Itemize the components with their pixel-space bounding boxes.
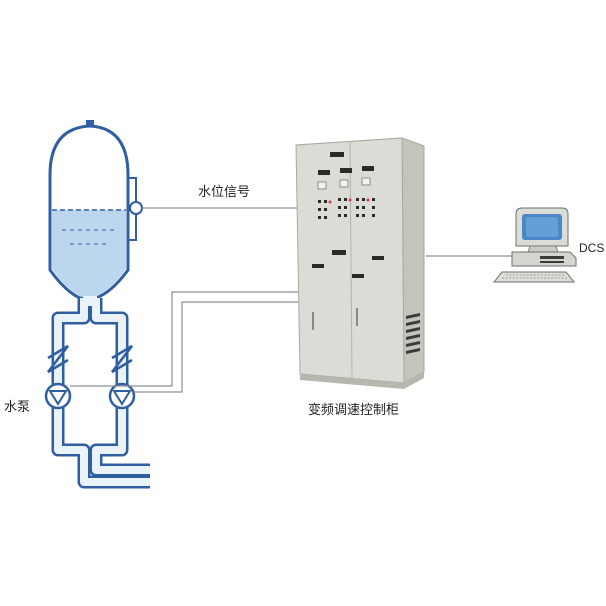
tank-water [52, 210, 126, 296]
cabinet-display [330, 152, 344, 157]
pump-right [108, 382, 136, 410]
pump-piping [51, 296, 150, 489]
keyboard-icon [492, 271, 576, 283]
check-valve-right [111, 344, 133, 374]
check-valve-left [47, 344, 69, 374]
cabinet-red-lamps [328, 198, 370, 204]
dcs-computer [492, 207, 577, 283]
cabinet-handle [312, 312, 314, 330]
signal-lines [70, 207, 516, 393]
cabinet-handle [356, 308, 358, 326]
cabinet-nameplate [332, 250, 346, 255]
water-pump-label: 水泵 [4, 400, 31, 415]
pump-icon [112, 390, 132, 406]
pump-left [44, 382, 72, 410]
cabinet-indicator-lamps [318, 198, 375, 219]
water-level-signal-label: 水位信号 [198, 185, 251, 200]
cabinet-display [340, 168, 352, 173]
cabinet-vents [406, 313, 420, 354]
cabinet-nameplate [372, 256, 384, 260]
cabinet-nameplate [312, 264, 324, 268]
cabinet-meters [317, 177, 371, 190]
dcs-label: DCS [579, 241, 605, 255]
pump-right-power-line [134, 301, 298, 393]
cabinet-display [318, 170, 330, 175]
cabinet-nameplate [352, 274, 364, 278]
cabinet-display [362, 166, 374, 171]
pump-icon [48, 390, 68, 406]
vfd-cabinet-label: 变频调速控制柜 [308, 403, 400, 418]
level-sensor-icon [129, 201, 143, 215]
water-tank [48, 120, 143, 300]
pump-left-power-line [70, 291, 298, 387]
vfd-cabinet [295, 137, 425, 389]
